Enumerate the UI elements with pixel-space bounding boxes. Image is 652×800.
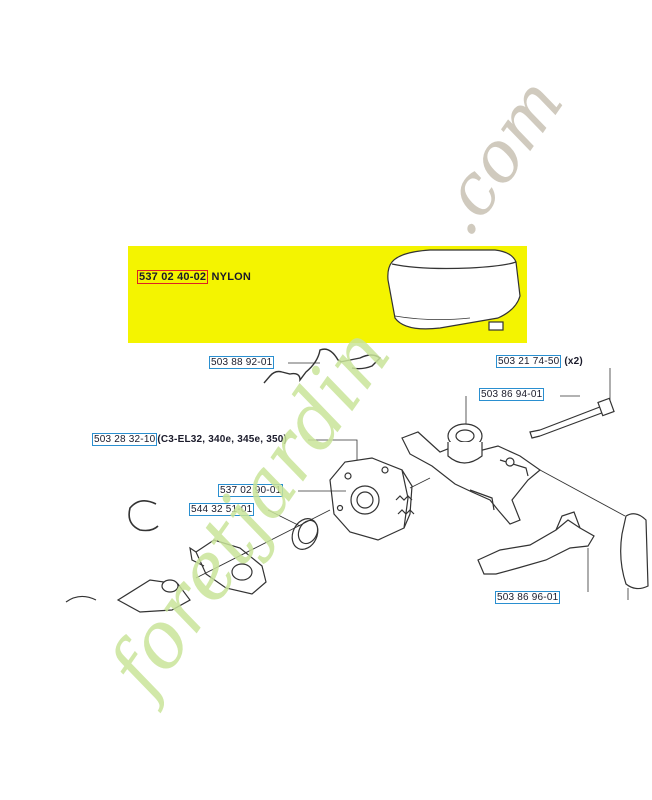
intake-hose [65, 579, 191, 613]
part-suffix: (x2) [564, 356, 583, 367]
label-ring[interactable]: 544 32 51-01 [189, 503, 255, 516]
leader-lines [267, 362, 580, 527]
label-spring[interactable]: 503 88 92-01 [209, 356, 275, 369]
right-housing [620, 513, 649, 590]
wire-spring [263, 348, 382, 384]
part-number[interactable]: 503 88 92-01 [209, 356, 275, 369]
part-suffix: (C3-EL32, 340e, 345e, 350) [157, 434, 288, 445]
highlight-part-number[interactable]: 537 02 40-02 [137, 270, 209, 284]
label-bolt[interactable]: 503 21 74-50 (x2) [496, 355, 583, 368]
highlight-material: NYLON [211, 271, 252, 283]
intake-elbow [189, 539, 267, 595]
label-manifold[interactable]: 503 86 94-01 [479, 388, 545, 401]
long-bolt [529, 397, 615, 439]
part-number[interactable]: 503 86 94-01 [479, 388, 545, 401]
part-number[interactable]: 537 02 90-01 [218, 484, 284, 497]
throttle-lever [477, 511, 595, 575]
carburetor-body [329, 457, 415, 541]
label-gasket[interactable]: 537 02 90-01 [218, 484, 284, 497]
label-lever[interactable]: 503 86 96-01 [495, 591, 561, 604]
gasket-ring [291, 518, 319, 550]
assembly-axis [195, 469, 626, 579]
clip-ring [128, 500, 159, 532]
air-filter-cover [387, 249, 521, 331]
part-number[interactable]: 544 32 51-01 [189, 503, 255, 516]
part-number[interactable]: 503 86 96-01 [495, 591, 561, 604]
manifold-housing [401, 423, 541, 525]
highlight-label[interactable]: 537 02 40-02 NYLON [137, 270, 252, 284]
part-number[interactable]: 503 28 32-10 [92, 433, 158, 446]
part-number[interactable]: 503 21 74-50 [496, 355, 562, 368]
label-carburetor[interactable]: 503 28 32-10(C3-EL32, 340e, 345e, 350) [92, 433, 288, 446]
